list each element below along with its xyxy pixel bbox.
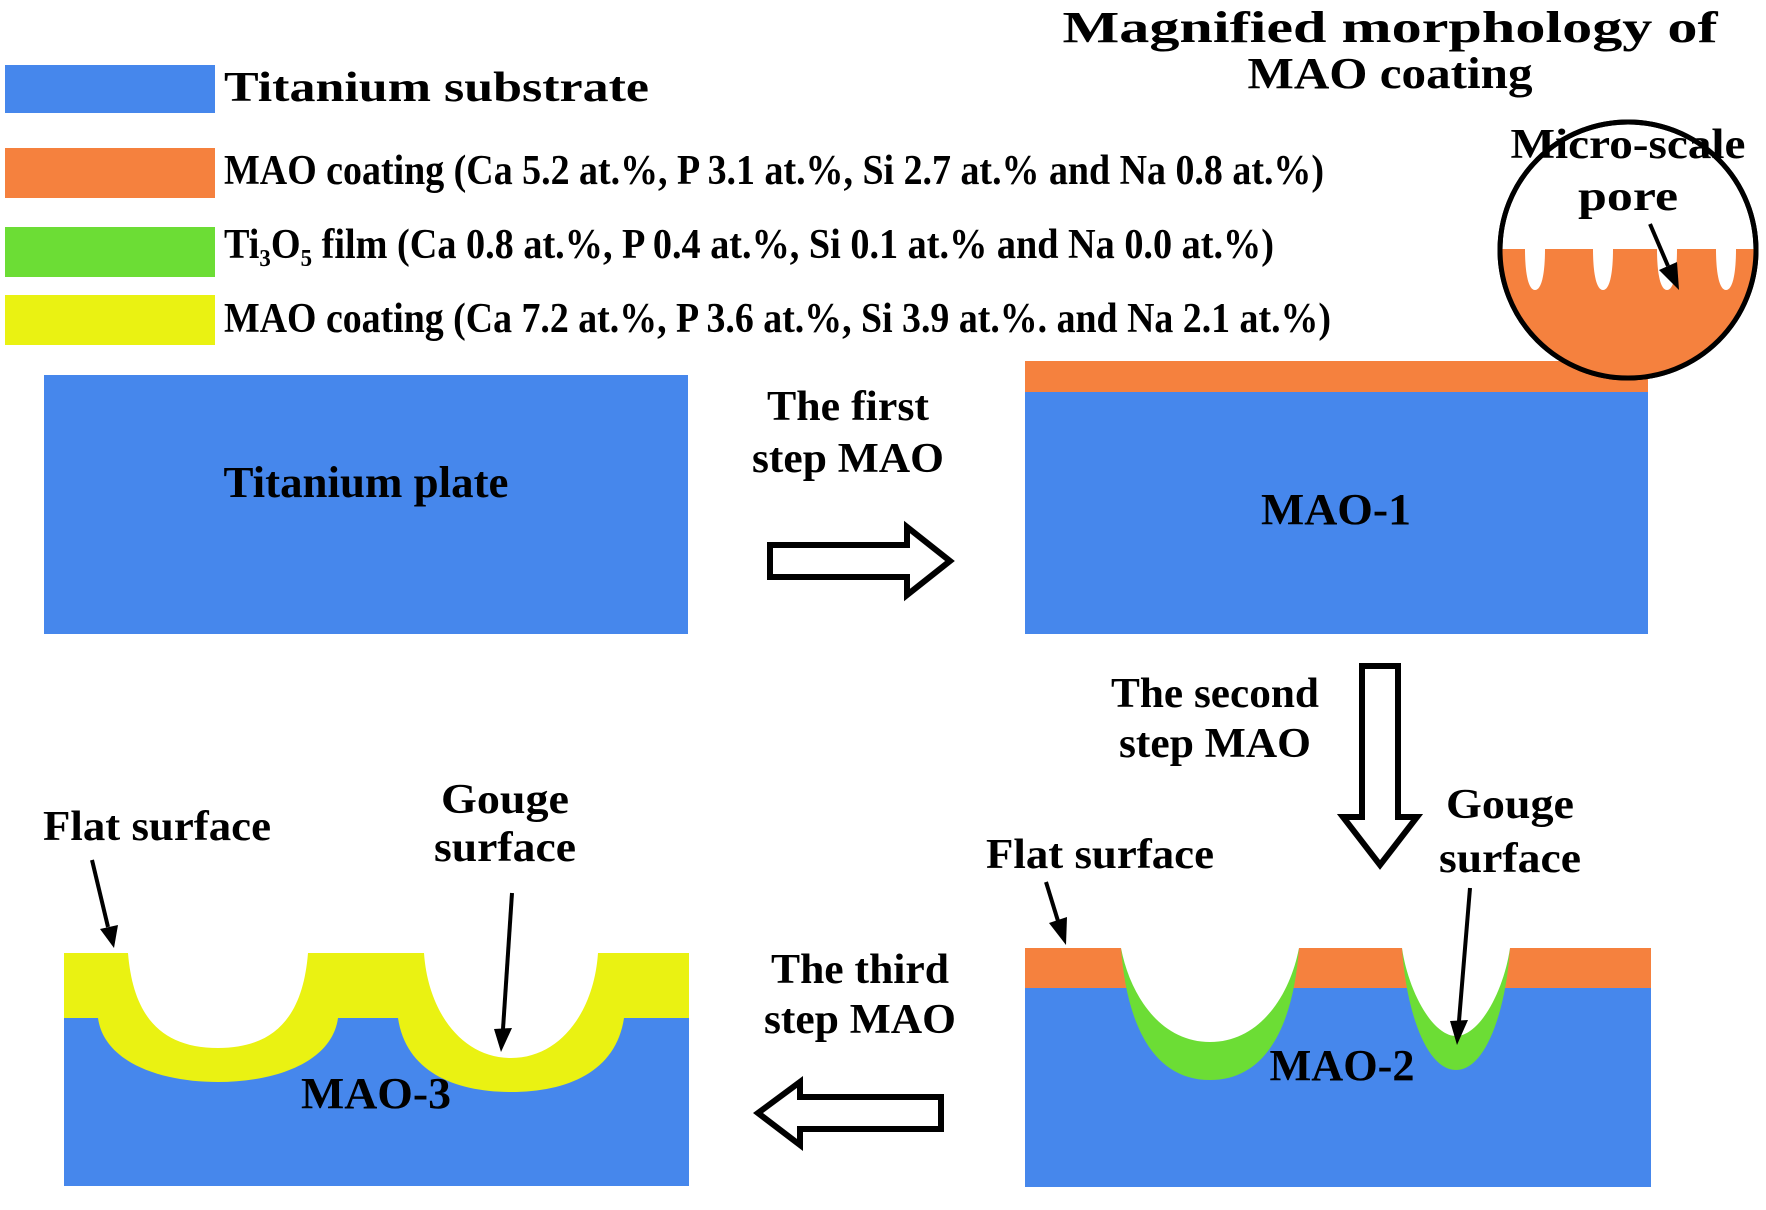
mao3-gouge2-cavity: [424, 953, 598, 1058]
micro-pore-icon: [1716, 249, 1736, 290]
titanium-plate-label: Titanium plate: [224, 458, 509, 507]
mao3-flat-surface-arrowhead: [100, 925, 118, 948]
micro-pore-icon: [1593, 249, 1613, 290]
first-step-label-line2: step MAO: [752, 436, 944, 482]
mao3-gouge1-coating-lining: [98, 1018, 338, 1082]
magnifier-circle-outline: [1497, 119, 1759, 381]
mao3-flat-surface-arrow: [90, 859, 110, 928]
mao2-gouge-surface-label-line2: surface: [1439, 836, 1581, 882]
magnified-inset: Magnified morphology of MAO coating Micr…: [1063, 3, 1759, 381]
mao3-gouge1-cavity: [128, 953, 308, 1048]
magnified-title-line1: Magnified morphology of: [1063, 3, 1720, 52]
second-step-group: The second step MAO: [1111, 663, 1424, 870]
mao2-substrate: [1025, 988, 1651, 1187]
mao2-label: MAO-2: [1270, 1041, 1415, 1090]
pore-label-line2: pore: [1578, 174, 1678, 220]
mao3-gouge-surface-arrow: [501, 892, 514, 1030]
mao2-gouge-surface-arrow: [1457, 887, 1472, 1022]
legend-swatch-ti3o5-film: [5, 227, 215, 277]
pore-pointer-arrowhead: [1659, 262, 1679, 290]
mao2-annotations: Flat surface Gouge surface: [986, 782, 1581, 1045]
legend-label-ti3o5-film: Ti₃O₅ film (Ca 0.8 at.%, P 0.4 at.%, Si …: [224, 222, 1274, 268]
mao2-gouge2-cavity: [1402, 948, 1510, 1036]
legend: Titanium substrate MAO coating (Ca 5.2 a…: [5, 65, 1331, 345]
mao2-gouge-surface-label-line1: Gouge: [1446, 782, 1574, 828]
legend-swatch-mao-coating-1: [5, 148, 215, 198]
left-arrow-icon: [752, 1076, 944, 1152]
legend-label-mao-coating-2: MAO coating (Ca 7.2 at.%, P 3.6 at.%, Si…: [224, 296, 1331, 342]
mao3-annotations: Flat surface Gouge surface: [43, 777, 576, 1052]
mao2-gouge-surface-arrowhead: [1450, 1020, 1468, 1045]
mao2-flat-surface-label: Flat surface: [986, 832, 1214, 878]
mao2-flat-surface-arrow: [1044, 881, 1060, 922]
pore-pointer-arrow: [1648, 223, 1670, 267]
down-arrow-icon: [1336, 663, 1424, 870]
third-step-label-line2: step MAO: [764, 997, 956, 1043]
titanium-plate-substrate: [44, 375, 688, 634]
mao1-coating-layer: [1025, 361, 1648, 392]
mao2-gouge1-cavity: [1121, 948, 1299, 1042]
legend-swatch-titanium: [5, 65, 215, 113]
second-step-label-line2: step MAO: [1119, 721, 1311, 767]
legend-label-mao-coating-1: MAO coating (Ca 5.2 at.%, P 3.1 at.%, Si…: [224, 148, 1324, 194]
mao2-box: MAO-2: [1025, 948, 1651, 1187]
legend-swatch-mao-coating-2: [5, 295, 215, 345]
magnified-title-line2: MAO coating: [1248, 49, 1533, 98]
mao3-gouge-surface-arrowhead: [494, 1028, 512, 1052]
mao3-gouge-surface-label-line2: surface: [434, 825, 576, 871]
mao2-coating-layer: [1025, 948, 1651, 988]
legend-label-titanium: Titanium substrate: [224, 65, 649, 111]
first-step-label-line1: The first: [767, 384, 929, 430]
third-step-group: The third step MAO: [752, 947, 956, 1152]
mao3-box: MAO-3: [64, 953, 689, 1186]
third-step-label-line1: The third: [771, 947, 949, 993]
micro-pore-icon: [1525, 249, 1545, 290]
mao3-flat-surface-label: Flat surface: [43, 804, 271, 850]
mao1-box: MAO-1: [1025, 361, 1648, 634]
mao1-substrate: [1025, 392, 1648, 634]
pore-label-line1: Micro-scale: [1511, 122, 1746, 168]
mao1-label: MAO-1: [1261, 485, 1411, 534]
second-step-label-line1: The second: [1111, 671, 1319, 717]
mao3-label: MAO-3: [301, 1069, 451, 1118]
right-arrow-icon: [767, 520, 955, 602]
titanium-plate-box: Titanium plate: [44, 375, 688, 634]
mao2-flat-surface-arrowhead: [1049, 917, 1067, 945]
mao3-gouge-surface-label-line1: Gouge: [441, 777, 569, 823]
first-step-group: The first step MAO: [752, 384, 955, 602]
